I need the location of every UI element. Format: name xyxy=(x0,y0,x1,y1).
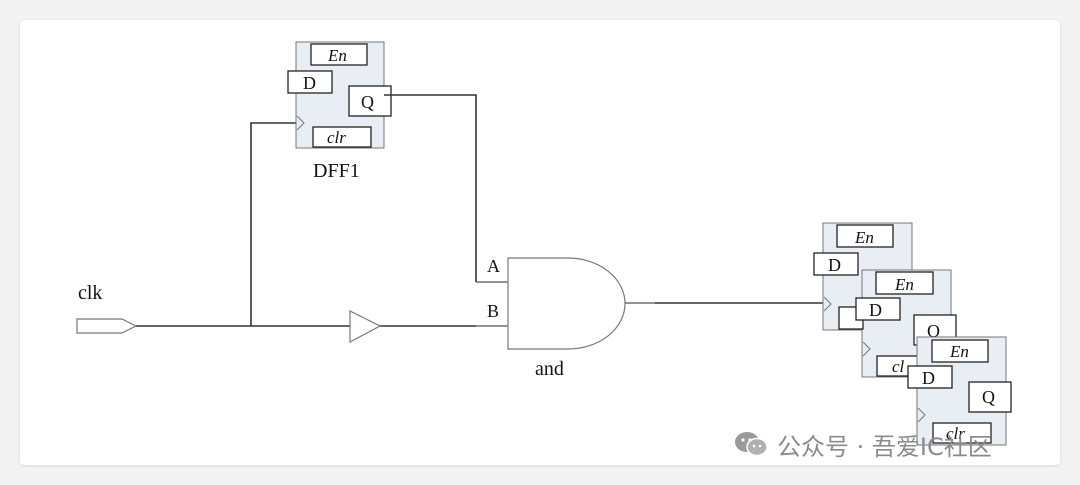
and-input-a-label: A xyxy=(487,256,500,276)
ff2-en-label: En xyxy=(854,228,874,247)
ff4-en-port xyxy=(931,339,989,363)
dff1-clk-marker xyxy=(296,115,305,131)
dff1-q-wire xyxy=(384,94,477,282)
ff2-en-port xyxy=(836,224,894,248)
ff4-clr-port xyxy=(932,422,992,444)
ff4-d-label: D xyxy=(922,368,935,388)
and-gate xyxy=(507,257,626,350)
ff4-q-label: Q xyxy=(982,387,995,407)
ff3-q-label: Q xyxy=(927,321,940,341)
dff1-d-port xyxy=(287,70,333,94)
ff4-q-port xyxy=(968,381,1012,413)
dff1-q-port xyxy=(348,85,392,117)
clk-label: clk xyxy=(78,282,102,304)
dff1-en-port xyxy=(310,43,368,66)
ff2-clk-marker xyxy=(823,296,832,312)
dff1-clr-label: clr xyxy=(327,128,346,147)
dff1-clk-wire xyxy=(250,122,296,326)
and-name-label: and xyxy=(535,358,564,380)
dff1-q-label: Q xyxy=(361,92,374,112)
ff3-en-port xyxy=(875,271,934,295)
ff3-en-label: En xyxy=(894,275,914,294)
buffer-gate xyxy=(349,310,382,343)
ff3-clr-label: cl xyxy=(892,357,905,376)
clk-input-port xyxy=(76,318,138,334)
wechat-icon xyxy=(735,432,768,457)
watermark-text: 公众号 · 吾爱IC社区 xyxy=(777,432,992,461)
watermark: 公众号 · 吾爱IC社区 xyxy=(733,424,992,464)
dff1-d-label: D xyxy=(303,73,316,93)
ff4-clr-label: clr xyxy=(946,424,965,443)
ff2-d-label: D xyxy=(828,255,841,275)
dff1-en-label: En xyxy=(327,46,347,65)
and-input-b-label: B xyxy=(487,301,499,321)
ff3-clk-marker xyxy=(862,341,871,357)
dff1-name-label: DFF1 xyxy=(313,160,360,182)
ff3-d-label: D xyxy=(869,300,882,320)
ff4-en-label: En xyxy=(949,342,969,361)
ff3-d-port xyxy=(855,297,901,321)
ff2-d-port xyxy=(813,252,859,276)
ff4-clk-marker xyxy=(917,407,926,423)
ff4-d-port xyxy=(907,365,953,389)
dff1-clr-port xyxy=(312,126,372,148)
